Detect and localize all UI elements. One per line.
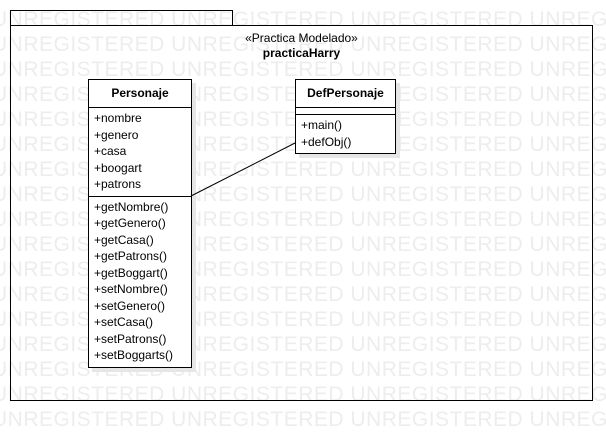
attribute: +casa <box>94 144 127 158</box>
attributes-compartment: +nombre +genero +casa +boogart +patrons <box>89 108 191 196</box>
attribute: +nombre <box>94 111 142 125</box>
operation: +defObj() <box>301 134 352 149</box>
operation: +getPatrons() <box>94 249 168 263</box>
class-defpersonaje[interactable]: DefPersonaje +main() +defObj() <box>295 79 396 154</box>
operation: +getNombre() <box>94 199 169 214</box>
watermark-text: UNREGISTERED UNREGISTERED UNREGISTERED U… <box>0 408 606 431</box>
watermark-text: UNREGISTERED UNREGISTERED UNREGISTERED U… <box>0 58 606 81</box>
class-name: DefPersonaje <box>296 80 395 108</box>
package-frame[interactable] <box>10 25 593 401</box>
operation: +getCasa() <box>94 232 154 247</box>
package-tab[interactable] <box>10 10 233 26</box>
operation: +setNombre() <box>94 282 168 296</box>
attribute: +genero <box>94 127 139 142</box>
operation: +main() <box>301 118 343 132</box>
operation: +setPatrons() <box>94 331 167 346</box>
operation: +setCasa() <box>94 315 154 329</box>
operation: +getGenero() <box>94 216 166 230</box>
operations-compartment: +main() +defObj() <box>296 114 395 153</box>
operation: +getBoggart() <box>94 265 168 280</box>
operations-compartment: +getNombre() +getGenero() +getCasa() +ge… <box>89 195 191 367</box>
watermark-text: UNREGISTERED UNREGISTERED UNREGISTERED U… <box>0 33 606 56</box>
class-name: Personaje <box>89 80 191 108</box>
attribute: +boogart <box>94 160 142 175</box>
operation: +setGenero() <box>94 298 166 313</box>
attribute: +patrons <box>94 177 142 191</box>
package-stereotype: «Practica Modelado» <box>245 31 358 45</box>
association-edge <box>190 142 296 197</box>
class-personaje[interactable]: Personaje +nombre +genero +casa +boogart… <box>88 79 192 368</box>
package-name: practicaHarry <box>262 46 341 60</box>
operation: +setBoggarts() <box>94 348 174 362</box>
